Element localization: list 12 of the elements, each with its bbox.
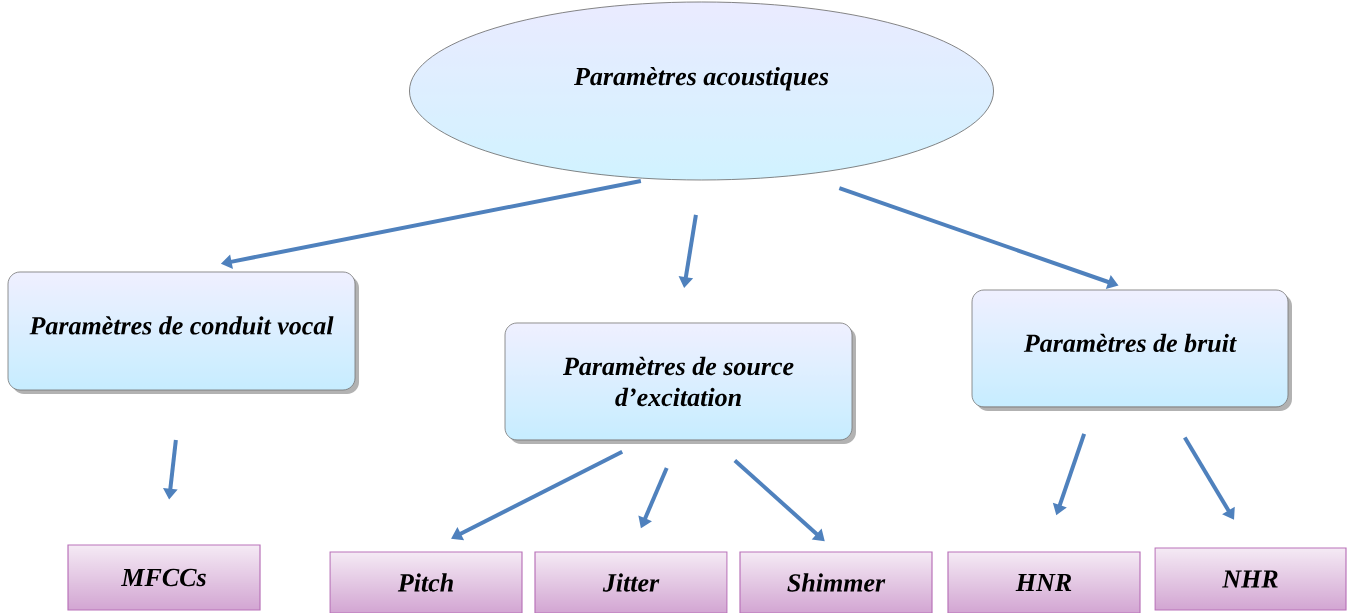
parameter-box: Jitter	[534, 551, 728, 613]
category-box: Paramètres de source d’excitation	[504, 322, 856, 444]
category-box: Paramètres de conduit vocal	[7, 271, 359, 394]
category-box: Paramètres de bruit	[971, 289, 1292, 411]
arrow	[451, 449, 624, 541]
arrow	[733, 458, 825, 542]
parameter-box: HNR	[947, 551, 1141, 613]
arrow	[1183, 436, 1235, 520]
parameter-box: NHR	[1154, 547, 1347, 611]
parameter-box: Shimmer	[739, 551, 933, 613]
parameter-box: Pitch	[329, 551, 523, 613]
parameter-box: MFCCs	[67, 544, 261, 611]
